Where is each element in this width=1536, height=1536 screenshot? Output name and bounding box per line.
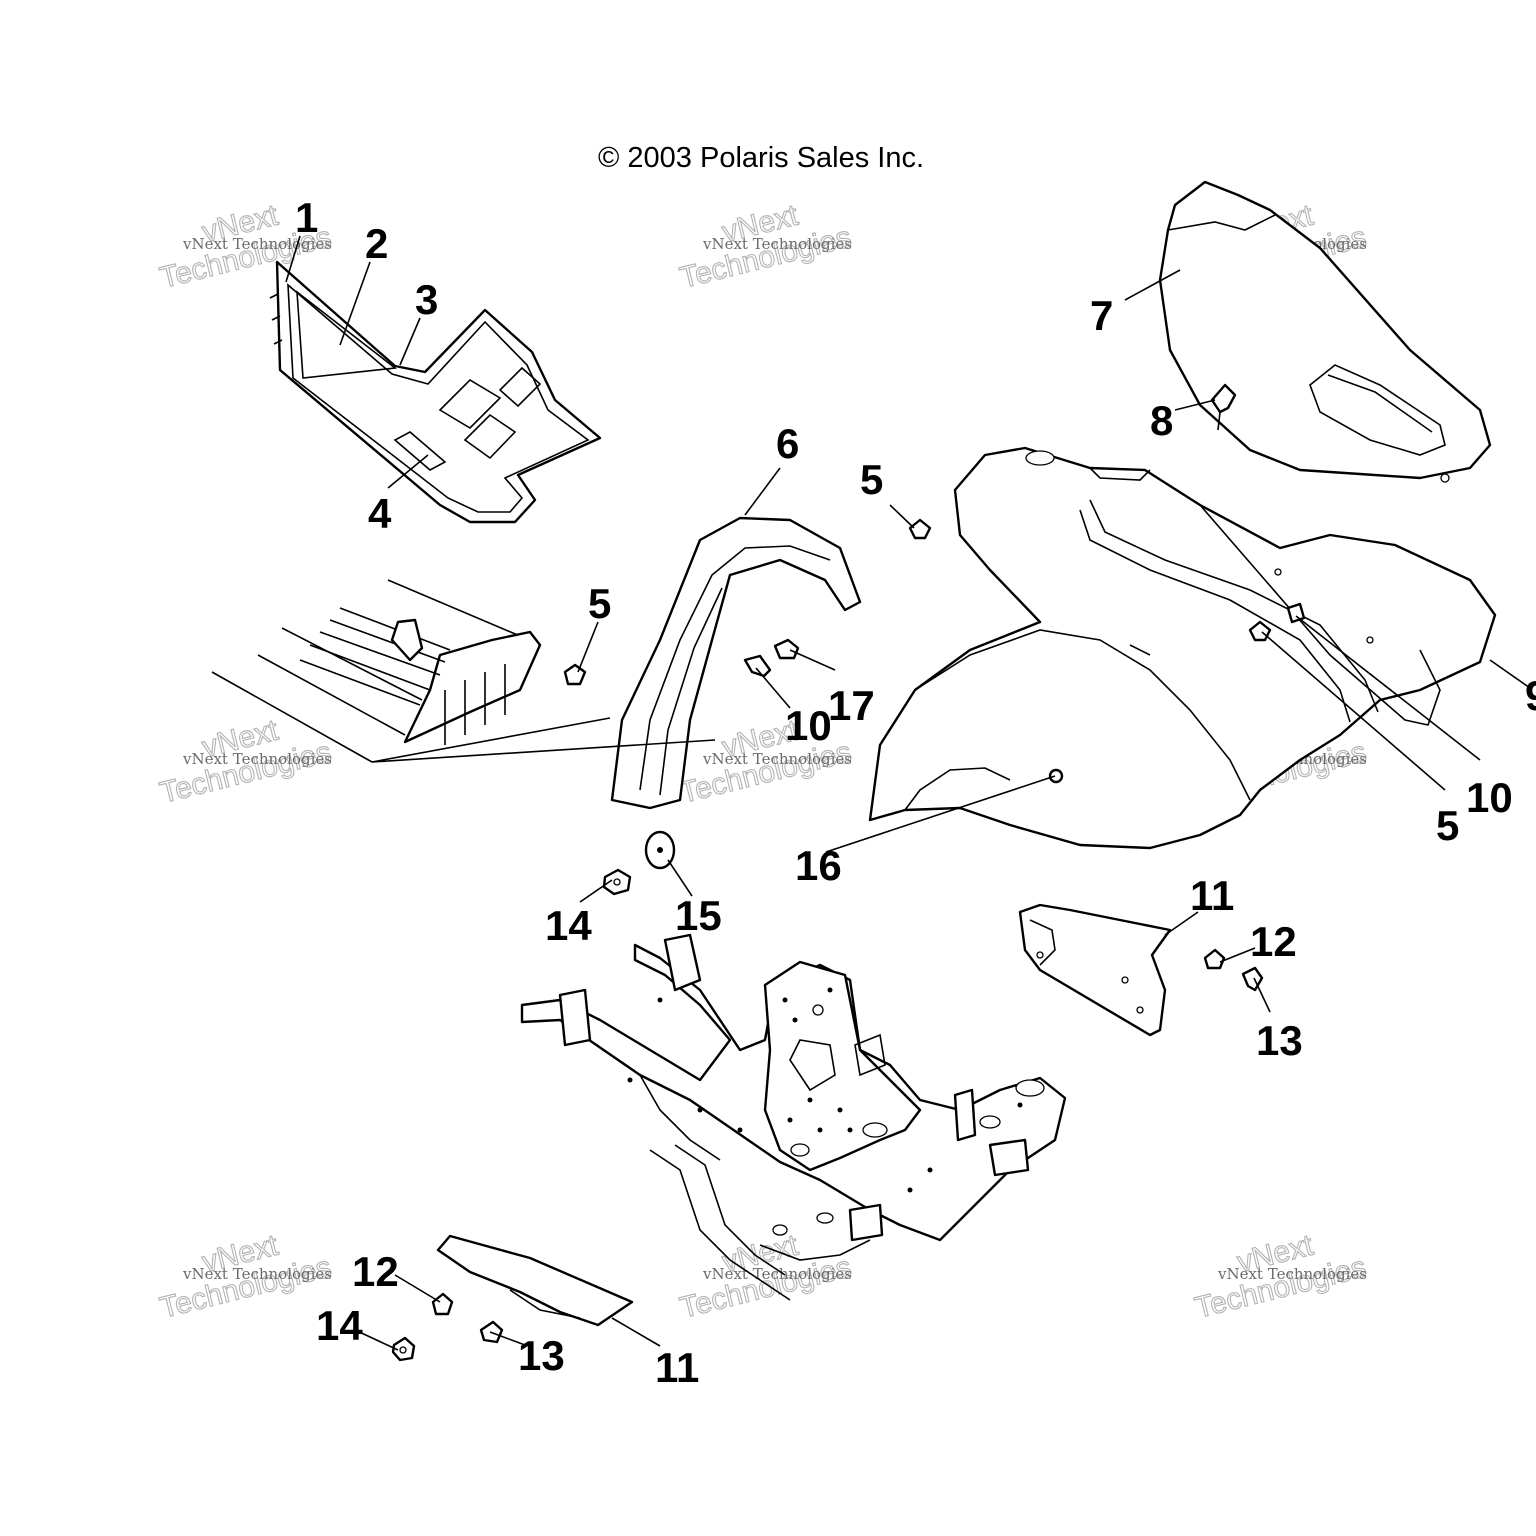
vehicle-frame bbox=[520, 933, 1067, 1301]
copyright-notice: © 2003 Polaris Sales Inc. bbox=[598, 142, 925, 174]
callout-3: 3 bbox=[415, 276, 438, 323]
callout-6: 6 bbox=[776, 420, 799, 467]
side-panel-assembly bbox=[269, 260, 602, 524]
callout-12-right: 12 bbox=[1250, 918, 1297, 965]
callout-17: 17 bbox=[828, 682, 875, 729]
callout-10-middle: 10 bbox=[785, 702, 832, 749]
watermark-bottom-left: vNext Technologies vNext Technologies bbox=[156, 1228, 335, 1325]
svg-text:vNext Technologies: vNext Technologies bbox=[1217, 1265, 1367, 1283]
callout-5-top: 5 bbox=[860, 456, 883, 503]
leader-lines bbox=[285, 235, 1531, 1351]
callout-5-right: 5 bbox=[1436, 802, 1459, 849]
callout-12-left: 12 bbox=[352, 1248, 399, 1295]
watermark-bottom-center: vNext Technologies vNext Technologies bbox=[676, 1228, 855, 1325]
watermark-mid-left: vNext Technologies vNext Technologies bbox=[156, 713, 335, 810]
svg-text:vNext Technologies: vNext Technologies bbox=[182, 235, 332, 253]
callout-13-bottom: 13 bbox=[518, 1332, 565, 1379]
callout-11-bottom: 11 bbox=[655, 1344, 699, 1391]
right-mud-guard bbox=[1018, 903, 1172, 1037]
callout-1: 1 bbox=[295, 194, 318, 241]
svg-text:vNext Technologies: vNext Technologies bbox=[182, 1265, 332, 1283]
bottom-skid-plate bbox=[436, 1234, 634, 1327]
watermark-bottom-right: vNext Technologies vNext Technologies bbox=[1191, 1228, 1370, 1325]
callout-5-left: 5 bbox=[588, 580, 611, 627]
rear-rack-cover bbox=[1158, 180, 1492, 483]
callout-10-right: 10 bbox=[1466, 774, 1513, 821]
callout-11-right: 11 bbox=[1190, 872, 1234, 919]
callout-14-upper: 14 bbox=[545, 902, 592, 949]
rear-fender-body bbox=[868, 446, 1497, 850]
callout-2: 2 bbox=[365, 220, 388, 267]
callout-4: 4 bbox=[368, 490, 392, 537]
watermark-top-center: vNext Technologies vNext Technologies bbox=[676, 198, 855, 295]
callout-13-right: 13 bbox=[1256, 1017, 1303, 1064]
callout-7: 7 bbox=[1090, 292, 1113, 339]
fender-flare bbox=[610, 516, 862, 810]
footwell-floor bbox=[211, 579, 716, 763]
svg-text:vNext Technologies: vNext Technologies bbox=[702, 235, 852, 253]
svg-text:vNext Technologies: vNext Technologies bbox=[702, 1265, 852, 1283]
callout-14-lower: 14 bbox=[316, 1302, 363, 1349]
callout-15: 15 bbox=[675, 892, 722, 939]
svg-text:vNext Technologies: vNext Technologies bbox=[702, 750, 852, 768]
svg-text:vNext Technologies: vNext Technologies bbox=[182, 750, 332, 768]
callout-labels: 1 2 3 4 5 5 5 6 7 8 9 10 10 11 11 12 12 … bbox=[295, 194, 1536, 1391]
callout-9: 9 bbox=[1525, 672, 1536, 719]
callout-8: 8 bbox=[1150, 397, 1173, 444]
callout-16: 16 bbox=[795, 842, 842, 889]
